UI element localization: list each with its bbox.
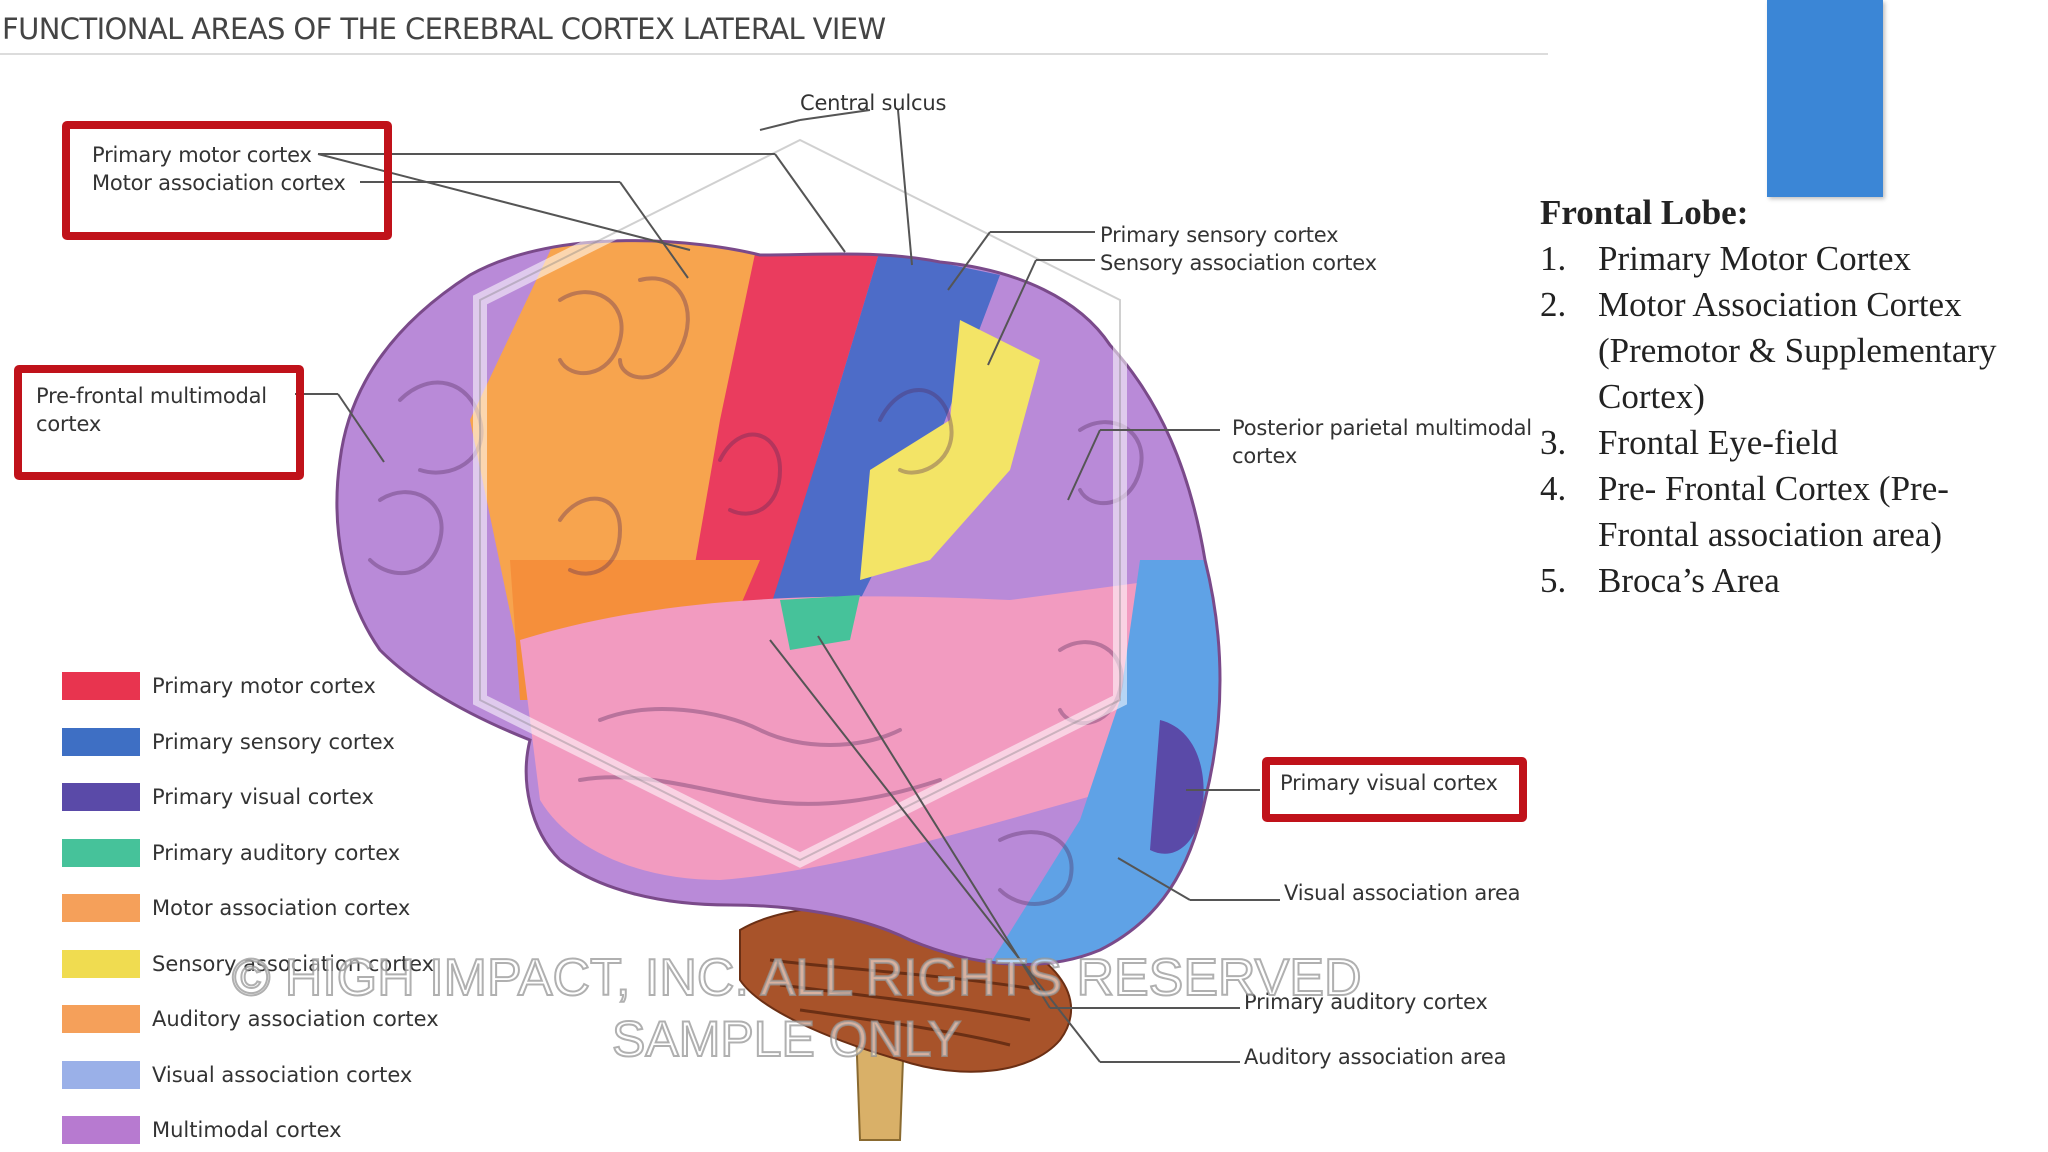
- legend-item: Auditory association cortex: [62, 1003, 439, 1035]
- title-divider: [0, 53, 1548, 55]
- legend-label: Auditory association cortex: [152, 1007, 439, 1031]
- legend-item: Primary sensory cortex: [62, 726, 395, 758]
- legend-label: Visual association cortex: [152, 1062, 413, 1087]
- legend-item: Multimodal cortex: [62, 1114, 342, 1146]
- accent-bar: [1767, 0, 1883, 197]
- notes-item: 4. Pre- Frontal Cortex (Pre-Frontal assoc…: [1540, 466, 2040, 558]
- label-motor-association: Motor association cortex: [92, 171, 346, 195]
- label-auditory-association: Auditory association area: [1244, 1045, 1507, 1069]
- legend-swatch: [62, 1060, 140, 1089]
- legend-swatch: [62, 783, 140, 811]
- notes-item-number: 4.: [1540, 469, 1567, 508]
- legend-item: Motor association cortex: [62, 892, 410, 924]
- legend-swatch: [62, 672, 140, 700]
- label-posterior-parietal-line1: Posterior parietal multimodal: [1232, 416, 1532, 440]
- legend-label: Primary auditory cortex: [152, 840, 401, 865]
- legend-swatch: [62, 838, 140, 867]
- brain-illustration: [295, 109, 1280, 1141]
- brain-outline: [335, 239, 1222, 966]
- label-posterior-parietal: Posterior parietal multimodal cortex: [1232, 414, 1532, 470]
- legend-swatch: [62, 949, 140, 978]
- label-central-sulcus: Central sulcus: [800, 91, 947, 115]
- watermark-hexagon: [473, 132, 1127, 868]
- watermark-sample: SAMPLE ONLY: [611, 1010, 962, 1068]
- label-prefrontal-line1: Pre-frontal multimodal: [36, 384, 267, 408]
- legend-item: Visual association cortex: [62, 1059, 412, 1091]
- notes-item-text: Motor Association Cortex (Premotor & Sup…: [1598, 285, 1997, 416]
- watermark-copyright: © HIGH IMPACT, INC. ALL RIGHTS RESERVED: [231, 948, 1363, 1008]
- notes-item: 3. Frontal Eye-field: [1540, 420, 2040, 466]
- label-sensory-association: Sensory association cortex: [1100, 251, 1377, 275]
- legend-label: Primary motor cortex: [152, 674, 376, 698]
- notes-item-text: Pre- Frontal Cortex (Pre-Frontal associa…: [1598, 469, 1949, 554]
- legend-label: Primary visual cortex: [152, 785, 374, 809]
- notes-item: 5. Broca’s Area: [1540, 558, 2040, 604]
- notes-item-text: Primary Motor Cortex: [1598, 239, 1912, 278]
- label-prefrontal-line2: cortex: [36, 412, 102, 436]
- notes-panel: Frontal Lobe: 1. Primary Motor Cortex 2. Mo…: [1540, 190, 2040, 604]
- legend-item: Primary visual cortex: [62, 781, 374, 813]
- highlight-box-prefrontal: [14, 365, 304, 480]
- legend-label: Primary sensory cortex: [152, 729, 395, 754]
- legend-swatch: [62, 894, 140, 922]
- legend-swatch: [62, 727, 140, 756]
- label-primary-auditory: Primary auditory cortex: [1244, 990, 1488, 1014]
- cortex-diagram: FUNCTIONAL AREAS OF THE CEREBRAL CORTEX …: [0, 12, 1548, 1146]
- legend-item: Sensory association cortex: [62, 948, 434, 980]
- legend-swatch: [62, 1116, 140, 1144]
- highlight-box-motor: [62, 121, 392, 240]
- highlight-box-visual: [1262, 757, 1527, 822]
- label-primary-motor: Primary motor cortex: [92, 143, 312, 167]
- notes-item: 2. Motor Association Cortex (Premotor & S…: [1540, 282, 2040, 420]
- label-primary-sensory: Primary sensory cortex: [1100, 223, 1339, 247]
- legend-item: Primary motor cortex: [62, 670, 376, 702]
- legend-label: Motor association cortex: [152, 896, 411, 920]
- label-prefrontal: Pre-frontal multimodal cortex: [36, 382, 267, 438]
- notes-item-text: Frontal Eye-field: [1598, 423, 1839, 462]
- notes-item-number: 2.: [1540, 285, 1567, 324]
- legend-label: Multimodal cortex: [152, 1118, 342, 1142]
- notes-list: 1. Primary Motor Cortex 2. Motor Associatio…: [1540, 236, 2040, 604]
- diagram-title: FUNCTIONAL AREAS OF THE CEREBRAL CORTEX …: [2, 12, 886, 46]
- label-primary-visual: Primary visual cortex: [1280, 771, 1498, 795]
- notes-item: 1. Primary Motor Cortex: [1540, 236, 2040, 282]
- notes-title: Frontal Lobe:: [1540, 193, 1749, 232]
- notes-item-number: 5.: [1540, 561, 1567, 600]
- notes-item-number: 1.: [1540, 239, 1567, 278]
- legend-swatch: [62, 1005, 140, 1033]
- label-posterior-parietal-line2: cortex: [1232, 444, 1298, 468]
- label-visual-association: Visual association area: [1284, 881, 1521, 905]
- legend-item: Primary auditory cortex: [62, 837, 400, 869]
- notes-item-number: 3.: [1540, 423, 1567, 462]
- leader-lines: [295, 109, 1280, 1063]
- notes-item-text: Broca’s Area: [1598, 561, 1780, 600]
- legend-label: Sensory association cortex: [152, 951, 435, 976]
